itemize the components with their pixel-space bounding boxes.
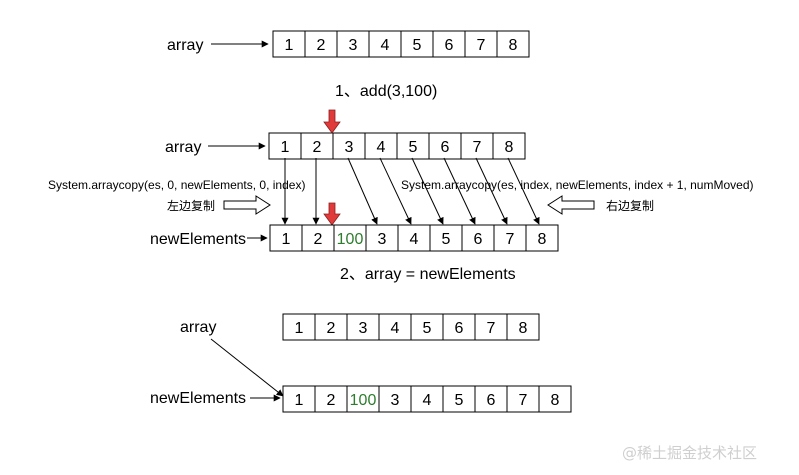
array-cell xyxy=(365,224,399,252)
array-cell-value: 4 xyxy=(410,231,419,248)
array-cell-value: 100 xyxy=(350,392,377,409)
array-cell-value: 7 xyxy=(487,320,496,337)
array-cell-value: 5 xyxy=(442,231,451,248)
array-cell-value: 5 xyxy=(413,37,422,54)
copy-arrows xyxy=(281,157,540,225)
copy-arrow-4 xyxy=(379,157,412,225)
array-cell-value: 6 xyxy=(487,392,496,409)
array-cell xyxy=(506,313,540,341)
label-array-top: array xyxy=(167,37,203,54)
right-copy-label: 右边复制 xyxy=(606,198,654,213)
array-cell xyxy=(474,385,508,413)
array-cell xyxy=(300,132,334,160)
array-cell-value: 4 xyxy=(381,37,390,54)
array-cell-value: 1 xyxy=(295,392,304,409)
label-new-elements-step2: newElements xyxy=(150,390,246,407)
array-original: 1 2 3 4 5 6 7 8 xyxy=(272,30,530,58)
array-cell-value: 8 xyxy=(551,392,560,409)
left-copy-label: 左边复制 xyxy=(167,198,215,213)
array-cell-value: 7 xyxy=(506,231,515,248)
array-cell xyxy=(428,132,462,160)
array-cell-value: 1 xyxy=(282,231,291,248)
array-cell xyxy=(282,313,316,341)
array-cell xyxy=(346,313,380,341)
insert-marker-bottom xyxy=(323,202,341,226)
array-cell-value: 3 xyxy=(391,392,400,409)
right-copy-arrow-icon xyxy=(547,195,595,215)
arrow-array-to-new xyxy=(210,338,284,397)
array-cell xyxy=(333,224,367,252)
array-cell-value: 3 xyxy=(345,139,354,156)
array-cell-value: 5 xyxy=(423,320,432,337)
array-cell xyxy=(269,224,303,252)
array-cell xyxy=(332,132,366,160)
array-cell-value: 4 xyxy=(423,392,432,409)
array-cell xyxy=(282,385,316,413)
array-cell-value: 7 xyxy=(519,392,528,409)
array-cell xyxy=(304,30,338,58)
left-copy-arrow-icon xyxy=(223,195,271,215)
array-cell-value: 3 xyxy=(378,231,387,248)
array-cell xyxy=(525,224,559,252)
insert-marker-top xyxy=(323,109,341,134)
right-copy-call: System.arraycopy(es, index, newElements,… xyxy=(401,178,754,192)
label-new-elements-step1: newElements xyxy=(150,231,246,248)
array-cell xyxy=(429,224,463,252)
array-step1: 1 2 3 4 5 6 7 8 xyxy=(268,132,526,160)
array-cell-value: 8 xyxy=(519,320,528,337)
array-cell-value: 1 xyxy=(285,37,294,54)
array-cell xyxy=(336,30,370,58)
array-cell xyxy=(538,385,572,413)
copy-arrow-5 xyxy=(411,157,444,225)
array-cell-value: 1 xyxy=(295,320,304,337)
step2-title: 2、array = newElements xyxy=(340,266,516,283)
array-cell-value: 3 xyxy=(349,37,358,54)
array-cell-value: 5 xyxy=(455,392,464,409)
array-cell xyxy=(460,132,494,160)
new-elements-step2: 1 2 100 3 4 5 6 7 8 xyxy=(282,385,572,413)
watermark: @稀土掘金技术社区 xyxy=(622,444,757,462)
array-cell-value: 8 xyxy=(538,231,547,248)
array-cell-value: 6 xyxy=(445,37,454,54)
label-array-step2: array xyxy=(180,319,216,336)
array-cell-value: 7 xyxy=(477,37,486,54)
array-cell-value: 1 xyxy=(281,139,290,156)
array-cell-value: 4 xyxy=(377,139,386,156)
array-cell-value: 4 xyxy=(391,320,400,337)
array-cell-value: 3 xyxy=(359,320,368,337)
array-cell xyxy=(442,385,476,413)
array-cell-value: 2 xyxy=(313,139,322,156)
array-cell xyxy=(496,30,530,58)
array-cell-value: 6 xyxy=(441,139,450,156)
array-cell-value: 2 xyxy=(317,37,326,54)
array-cell-value: 2 xyxy=(327,392,336,409)
array-cell-value: 2 xyxy=(314,231,323,248)
left-copy-call: System.arraycopy(es, 0, newElements, 0, … xyxy=(48,178,305,192)
array-cell-value: 6 xyxy=(455,320,464,337)
label-array-step1: array xyxy=(165,139,201,156)
copy-arrow-3 xyxy=(347,157,378,225)
array-step2: 1 2 3 4 5 6 7 8 xyxy=(282,313,540,341)
step1-title: 1、add(3,100) xyxy=(335,83,437,100)
array-cell xyxy=(461,224,495,252)
copy-arrow-8 xyxy=(507,157,540,225)
array-cell xyxy=(314,313,348,341)
array-cell-value: 2 xyxy=(327,320,336,337)
array-cell xyxy=(346,385,380,413)
array-cell-value: 7 xyxy=(473,139,482,156)
array-cell-value: 8 xyxy=(505,139,514,156)
array-cell-value: 6 xyxy=(474,231,483,248)
array-cell-value: 100 xyxy=(337,231,364,248)
new-elements-step1: 1 2 100 3 4 5 6 7 8 xyxy=(269,224,559,252)
array-cell-value: 5 xyxy=(409,139,418,156)
array-cell-value: 8 xyxy=(509,37,518,54)
copy-arrow-7 xyxy=(475,157,508,225)
copy-arrow-6 xyxy=(443,157,476,225)
